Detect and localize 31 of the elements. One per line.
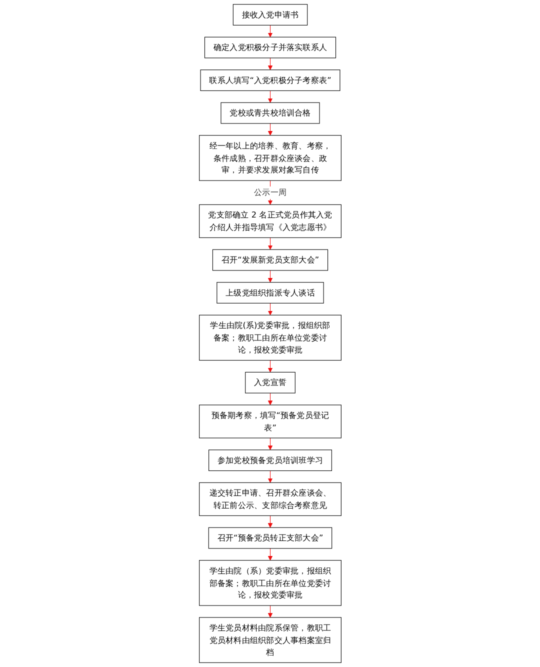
arrow	[268, 360, 272, 372]
arrow	[268, 123, 272, 136]
node-box: 确定入党积极分子并落实联系人	[204, 36, 336, 58]
arrow	[268, 270, 272, 283]
edge-label: 公示一周	[254, 188, 286, 198]
arrow	[268, 392, 272, 406]
node-box: 学生由院(系)党委审批，报组织部备案；教职工由所在单位党委讨论，报校党委审批	[198, 314, 342, 361]
arrow	[268, 302, 272, 316]
node-box: 联系人填写“入党积极分子考察表”	[200, 70, 340, 91]
arrow	[268, 58, 272, 70]
arrow	[268, 237, 272, 250]
node-box: 参加党校预备党员培训班学习	[208, 450, 332, 471]
node-box: 预备期考察，填写“预备党员登记表”	[198, 404, 342, 438]
node-box: 党校或青共校培训合格	[220, 102, 320, 124]
node-box: 入党宣誓	[244, 372, 296, 394]
arrow	[268, 515, 272, 528]
arrow	[268, 90, 272, 103]
arrow	[268, 548, 272, 561]
node-box: 递交转正申请、召开群众座谈会、转正前公示、支部综合考察意见	[198, 482, 342, 516]
node-box: 上级党组织指派专人谈话	[216, 282, 324, 304]
node-box: 召开“发展新党员支部大会”	[212, 249, 328, 271]
arrow	[268, 438, 272, 450]
node-box: 经一年以上的培养、教育、考察，条件成熟，召开群众座谈会、政审，并要求发展对象写自传	[198, 135, 342, 181]
arrow	[268, 605, 272, 618]
node-box: 召开“预备党员转正支部大会”	[208, 527, 332, 549]
node-box: 党支部确立 2 名正式党员作其入党介绍人并指导填写《入党志愿书》	[198, 204, 342, 238]
arrow	[268, 24, 272, 38]
node-box: 学生由院（系）党委审批，报组织部备案；教职工由所在单位党委讨论，报校党委审批	[198, 560, 342, 606]
arrow	[268, 470, 272, 483]
node-box: 接收入党申请书	[232, 4, 308, 26]
node-box: 学生党员材料由院系保管，教职工党员材料由组织部交人事档案室归档	[198, 617, 342, 663]
